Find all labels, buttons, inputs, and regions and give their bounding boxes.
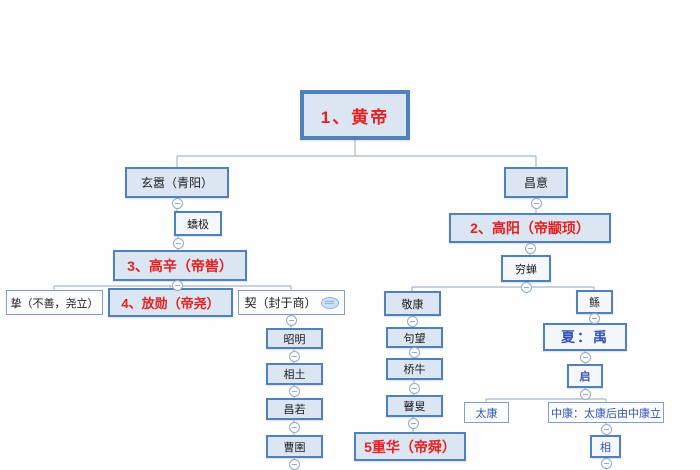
collapse-toggle-icon[interactable] [601, 458, 612, 469]
collapse-toggle-icon[interactable] [289, 351, 300, 362]
node-zhongkang[interactable]: 中康：太康后由中康立 [548, 402, 664, 423]
node-juwang[interactable]: 句望 [386, 327, 443, 348]
node-gaoxin[interactable]: 3、高辛（帝喾） [113, 250, 247, 281]
node-changruo[interactable]: 昌若 [266, 398, 323, 420]
node-qikai[interactable]: 启 [567, 364, 603, 388]
collapse-toggle-icon[interactable] [408, 418, 419, 429]
node-jiaoji[interactable]: 蟜极 [174, 211, 222, 236]
collapse-toggle-icon[interactable] [289, 459, 300, 470]
collapse-toggle-icon[interactable] [580, 352, 591, 363]
collapse-toggle-icon[interactable] [589, 313, 600, 324]
collapse-toggle-icon[interactable] [172, 280, 183, 291]
node-chonghua[interactable]: 5重华（帝舜） [354, 432, 466, 461]
collapse-toggle-icon[interactable] [409, 347, 420, 358]
node-xiayu[interactable]: 夏：禹 [543, 323, 627, 351]
collapse-toggle-icon[interactable] [525, 243, 536, 254]
node-xuanxiao[interactable]: 玄嚣（青阳） [125, 167, 229, 198]
collapse-toggle-icon[interactable] [286, 315, 297, 326]
node-xiang[interactable]: 相 [590, 435, 621, 458]
node-qiongchan[interactable]: 穷蝉 [501, 255, 551, 282]
collapse-toggle-icon[interactable] [601, 424, 612, 435]
node-xie-label: 契（封于商） [244, 296, 317, 310]
node-gusou[interactable]: 瞽叟 [386, 395, 443, 417]
collapse-toggle-icon[interactable] [289, 422, 300, 433]
node-qiaoniu[interactable]: 桥牛 [386, 358, 443, 380]
node-taikang[interactable]: 太康 [464, 402, 509, 423]
collapse-toggle-icon[interactable] [409, 383, 420, 394]
node-xiangtu[interactable]: 相土 [266, 363, 323, 385]
collapse-toggle-icon[interactable] [531, 198, 542, 209]
node-changyi[interactable]: 昌意 [504, 167, 568, 198]
node-fangxun[interactable]: 4、放勋（帝尧） [108, 288, 233, 317]
collapse-toggle-icon[interactable] [521, 282, 532, 293]
node-jingkang[interactable]: 敬康 [384, 291, 441, 316]
collapse-toggle-icon[interactable] [173, 238, 184, 249]
node-gaoyang[interactable]: 2、高阳（帝颛顼） [449, 213, 611, 243]
collapse-toggle-icon[interactable] [407, 316, 418, 327]
collapse-toggle-icon[interactable] [580, 389, 591, 400]
note-icon[interactable] [320, 296, 339, 309]
node-huangdi[interactable]: 1、黄帝 [300, 90, 410, 140]
node-zhaoming[interactable]: 昭明 [266, 328, 323, 349]
node-gun[interactable]: 鲧 [576, 290, 613, 314]
node-zhi[interactable]: 挚（不善，尧立） [6, 290, 103, 315]
node-xie[interactable]: 契（封于商） [238, 290, 345, 315]
node-caoyu[interactable]: 曹圉 [266, 435, 323, 458]
collapse-toggle-icon[interactable] [289, 386, 300, 397]
collapse-toggle-icon[interactable] [172, 198, 183, 209]
